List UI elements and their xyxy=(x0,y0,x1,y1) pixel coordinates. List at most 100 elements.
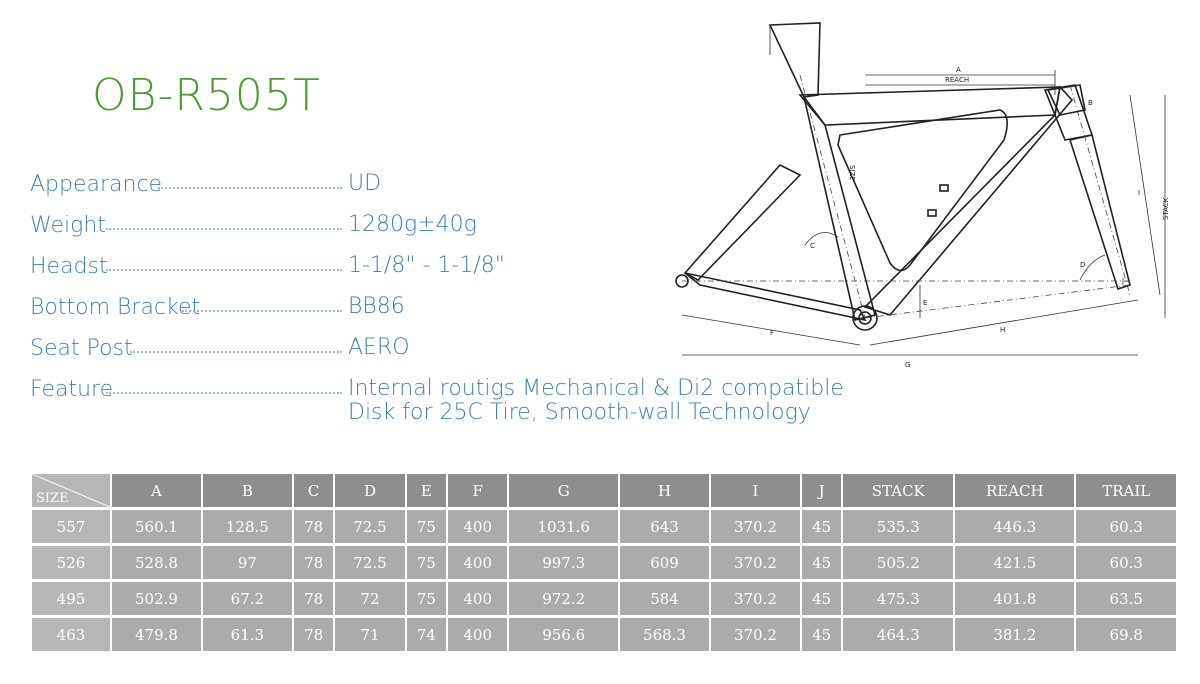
stem-shape xyxy=(1046,84,1086,116)
row-size: 557 xyxy=(32,510,110,543)
header-cell: TRAIL xyxy=(1076,474,1176,507)
leader-dots xyxy=(106,392,342,394)
table-cell: 45 xyxy=(801,582,842,615)
table-cell: 528.8 xyxy=(112,546,201,579)
angle-arc-c xyxy=(804,232,839,246)
table-cell: 505.2 xyxy=(843,546,954,579)
dim-label-reach: REACH xyxy=(945,76,969,84)
dim-line-i xyxy=(1129,94,1161,296)
table-cell: 71 xyxy=(335,618,405,651)
spec-row-appearance: Appearance UD xyxy=(30,172,810,202)
table-row: 557 560.1 128.5 78 72.5 75 400 1031.6 64… xyxy=(32,510,1176,543)
chain-stay-shape xyxy=(684,272,867,322)
table-cell: 400 xyxy=(448,510,508,543)
top-tube-shape xyxy=(798,86,1061,126)
leader-dots xyxy=(130,351,342,353)
table-cell: 75 xyxy=(406,582,447,615)
leader-dots xyxy=(158,187,342,189)
dim-label-c: C xyxy=(810,242,815,250)
spec-label: Feature xyxy=(30,377,114,402)
table-cell: 75 xyxy=(406,546,447,579)
table-header-row: SIZE A B C D E F G H I J STACK REACH TRA… xyxy=(32,474,1176,507)
table-cell: 78 xyxy=(293,510,334,543)
table-cell: 997.3 xyxy=(509,546,619,579)
dim-label-i: I xyxy=(1138,189,1140,197)
header-cell: STACK xyxy=(843,474,954,507)
table-cell: 78 xyxy=(293,582,334,615)
dim-label-j: J xyxy=(1121,277,1124,285)
table-cell: 45 xyxy=(801,618,842,651)
dim-label-f: F xyxy=(770,329,774,337)
table-cell: 370.2 xyxy=(710,546,800,579)
spec-value: Internal routigs Mechanical & Di2 compat… xyxy=(348,376,844,401)
spec-row-feature: Feature Internal routigs Mechanical & Di… xyxy=(30,377,844,433)
table-cell: 400 xyxy=(448,618,508,651)
table-cell: 60.3 xyxy=(1076,510,1176,543)
table-cell: 479.8 xyxy=(112,618,201,651)
table-row: 495 502.9 67.2 78 72 75 400 972.2 584 37… xyxy=(32,582,1176,615)
spec-row-seat-post: Seat Post AERO xyxy=(30,336,810,366)
corner-label: SIZE xyxy=(36,491,69,506)
header-cell: E xyxy=(406,474,447,507)
table-cell: 584 xyxy=(620,582,709,615)
down-tube-shape xyxy=(863,85,1074,316)
spec-label: Appearance xyxy=(30,172,163,197)
spec-value: BB86 xyxy=(348,294,405,319)
frame-window-shape xyxy=(837,109,1008,272)
bottom-bracket-inner xyxy=(858,311,872,325)
seat-tube-shape xyxy=(803,96,876,321)
leader-dots xyxy=(106,269,342,271)
spec-value: UD xyxy=(348,171,382,196)
header-cell: B xyxy=(202,474,292,507)
dim-label-a: A xyxy=(956,66,961,74)
table-cell: 75 xyxy=(406,510,447,543)
header-cell: C xyxy=(293,474,334,507)
row-size: 495 xyxy=(32,582,110,615)
table-cell: 69.8 xyxy=(1076,618,1176,651)
table-cell: 60.3 xyxy=(1076,546,1176,579)
spec-row-headset: Headst 1-1/8" - 1-1/8" xyxy=(30,254,810,284)
table-cell: 560.1 xyxy=(112,510,201,543)
bottle-mount xyxy=(939,184,949,192)
head-tube-axis xyxy=(1069,84,1131,296)
table-cell: 972.2 xyxy=(509,582,619,615)
header-cell: J xyxy=(801,474,842,507)
table-cell: 475.3 xyxy=(843,582,954,615)
table-cell: 568.3 xyxy=(620,618,709,651)
bottom-bracket-mark xyxy=(852,305,878,331)
header-cell: G xyxy=(509,474,619,507)
table-cell: 128.5 xyxy=(202,510,292,543)
frame-geometry-diagram: A REACH B STACK SIZE C D E F G H I J xyxy=(675,22,1170,369)
spec-value-line2: Disk for 25C Tire, Smooth-wall Technolog… xyxy=(348,400,811,425)
dim-label-g: G xyxy=(905,361,910,369)
fork-shape xyxy=(1068,134,1131,291)
table-corner-cell: SIZE xyxy=(32,474,110,507)
dim-label-size: SIZE xyxy=(848,165,856,181)
table-cell: 370.2 xyxy=(710,510,800,543)
spec-value: AERO xyxy=(348,335,410,360)
table-cell: 370.2 xyxy=(710,618,800,651)
leader-dots xyxy=(106,228,342,230)
table-cell: 643 xyxy=(620,510,709,543)
row-size: 463 xyxy=(32,618,110,651)
header-cell: A xyxy=(112,474,201,507)
table-row: 526 528.8 97 78 72.5 75 400 997.3 609 37… xyxy=(32,546,1176,579)
dim-label-e: E xyxy=(923,299,927,307)
bb-front-line xyxy=(864,284,1131,319)
dim-label-stack: STACK xyxy=(1162,197,1170,220)
table-cell: 370.2 xyxy=(710,582,800,615)
table-cell: 63.5 xyxy=(1076,582,1176,615)
table-row: 463 479.8 61.3 78 71 74 400 956.6 568.3 … xyxy=(32,618,1176,651)
spec-label: Weight xyxy=(30,213,106,238)
table-cell: 72.5 xyxy=(335,510,405,543)
row-size: 526 xyxy=(32,546,110,579)
table-cell: 97 xyxy=(202,546,292,579)
table-cell: 381.2 xyxy=(955,618,1075,651)
table-cell: 464.3 xyxy=(843,618,954,651)
spec-row-bottom-bracket: Bottom Bracket BB86 xyxy=(30,295,810,325)
dim-label-d: D xyxy=(1080,261,1085,269)
spec-label: Bottom Bracket xyxy=(30,295,201,320)
product-title: OB-R505T xyxy=(92,70,321,121)
header-cell: H xyxy=(620,474,709,507)
angle-arc-d xyxy=(1079,254,1106,281)
